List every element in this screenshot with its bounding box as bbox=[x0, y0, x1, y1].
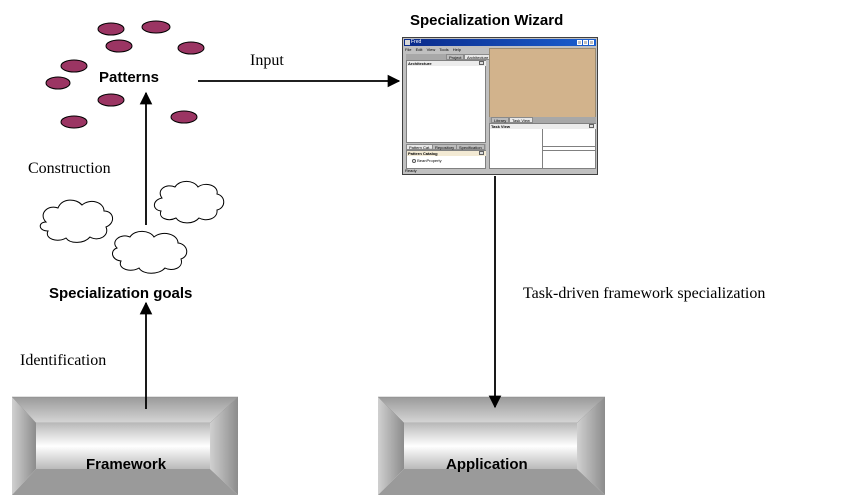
construction-label: Construction bbox=[28, 160, 111, 177]
task-view-header: Task View bbox=[490, 124, 596, 129]
task-view-divider bbox=[542, 129, 543, 168]
cloud-shape bbox=[112, 230, 188, 274]
framework-box bbox=[11, 396, 239, 495]
pattern-catalog-panel: Pattern Catalog BeanProperty bbox=[406, 150, 486, 169]
app-icon bbox=[405, 40, 410, 45]
framework-label: Framework bbox=[86, 456, 167, 473]
tab-project[interactable]: Project bbox=[446, 54, 465, 60]
status-bar: Ready bbox=[405, 168, 417, 173]
task-view-hdivider-1 bbox=[543, 146, 595, 147]
specialization-goals-label: Specialization goals bbox=[49, 285, 193, 302]
menu-view[interactable]: View bbox=[426, 47, 436, 52]
task-view-panel: Task View bbox=[489, 123, 596, 169]
box-front-face bbox=[36, 423, 210, 469]
pattern-ellipse bbox=[97, 93, 125, 107]
editor-area bbox=[489, 48, 596, 123]
bean-icon bbox=[412, 158, 416, 163]
tab-library[interactable]: Library bbox=[491, 117, 510, 123]
menu-file[interactable]: File bbox=[405, 47, 412, 52]
menu-bar: File Edit View Tools Help bbox=[405, 47, 464, 53]
identification-label: Identification bbox=[20, 352, 107, 369]
box-bottom-face bbox=[378, 469, 605, 495]
box-left-face bbox=[378, 397, 404, 495]
catalog-item[interactable]: BeanProperty bbox=[412, 158, 442, 163]
cloud-shape bbox=[153, 180, 225, 224]
task-driven-label: Task-driven framework specialization bbox=[523, 285, 766, 302]
wizard-heading: Specialization Wizard bbox=[410, 12, 564, 29]
pattern-ellipse bbox=[45, 76, 71, 90]
pattern-ellipse bbox=[60, 115, 88, 129]
wizard-titlebar: Fred bbox=[404, 39, 596, 46]
goal-clouds bbox=[39, 180, 225, 274]
catalog-item-label: BeanProperty bbox=[417, 158, 442, 163]
box-top-face bbox=[377, 396, 606, 424]
application-box bbox=[377, 396, 606, 495]
input-label: Input bbox=[250, 52, 284, 69]
box-left-face bbox=[12, 397, 36, 495]
architecture-header: Architecture bbox=[407, 61, 486, 66]
task-view-toggle-icon[interactable] bbox=[589, 124, 594, 128]
pattern-ellipse bbox=[177, 41, 205, 55]
pattern-ellipse bbox=[141, 20, 171, 34]
menu-edit[interactable]: Edit bbox=[415, 47, 423, 52]
menu-tools[interactable]: Tools bbox=[439, 47, 449, 52]
minimize-icon[interactable] bbox=[577, 40, 582, 45]
pattern-ellipse bbox=[60, 59, 88, 73]
application-label: Application bbox=[446, 456, 528, 473]
catalog-header: Pattern Catalog bbox=[407, 151, 486, 156]
box-right-face bbox=[577, 397, 605, 495]
patterns-label: Patterns bbox=[99, 69, 160, 86]
menu-help[interactable]: Help bbox=[452, 47, 461, 52]
pattern-ellipses bbox=[45, 20, 205, 129]
close-icon[interactable] bbox=[589, 40, 594, 45]
maximize-icon[interactable] bbox=[583, 40, 588, 45]
pattern-ellipse bbox=[170, 110, 198, 124]
box-bottom-face bbox=[12, 469, 238, 495]
tab-task-view[interactable]: Task View bbox=[509, 117, 533, 123]
pattern-ellipse bbox=[97, 22, 125, 36]
box-right-face bbox=[210, 397, 238, 495]
bottom-tab-row: Pattern Cat... Repository Specification bbox=[406, 144, 486, 150]
task-view-hdivider-2 bbox=[543, 150, 595, 151]
right-tab-row: Library Task View bbox=[489, 117, 596, 123]
top-tab-row: Project Architecture bbox=[406, 54, 492, 60]
box-top-face bbox=[11, 396, 239, 424]
wizard-window: Fred File Edit View Tools Help Project A… bbox=[402, 37, 598, 175]
pattern-ellipse bbox=[105, 39, 133, 53]
box-front-face bbox=[404, 423, 577, 469]
catalog-toggle-icon[interactable] bbox=[479, 151, 484, 155]
window-title: Fred bbox=[411, 39, 422, 45]
panel-toggle-icon[interactable] bbox=[479, 61, 484, 65]
tab-specification[interactable]: Specification bbox=[456, 144, 485, 150]
cloud-shape bbox=[39, 199, 113, 243]
architecture-panel: Architecture bbox=[406, 60, 486, 143]
